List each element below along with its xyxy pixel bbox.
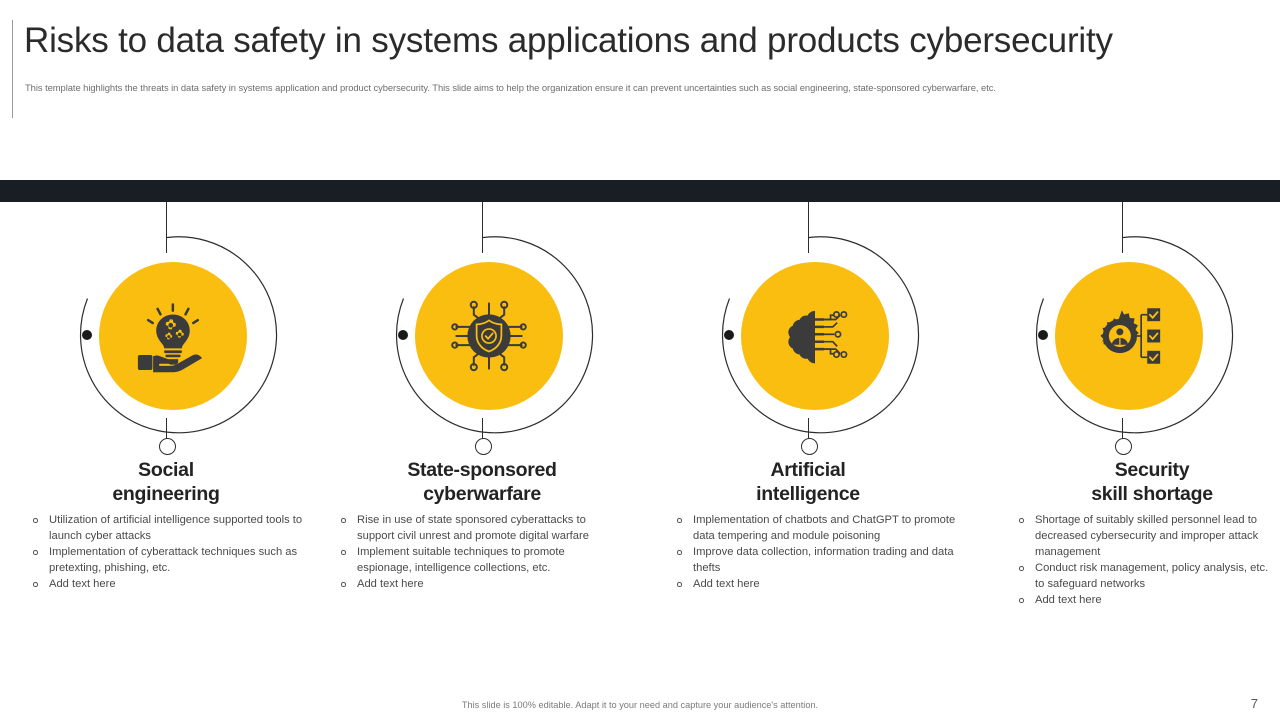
list-item: Implementation of cyberattack techniques… xyxy=(24,544,314,576)
column-heading: Social engineering xyxy=(16,459,316,506)
column-heading-line1: State-sponsored xyxy=(407,459,557,481)
connector-end-dot xyxy=(159,438,176,455)
connector-stem-top xyxy=(482,202,483,253)
gear-person-checklist-icon xyxy=(1100,308,1161,364)
page-number: 7 xyxy=(1250,696,1258,711)
connector-end-dot xyxy=(475,438,492,455)
icon-disc xyxy=(415,262,563,410)
column-heading: Artificial intelligence xyxy=(658,459,958,506)
list-item: Rise in use of state sponsored cyberatta… xyxy=(332,512,622,544)
bullet-list: Shortage of suitably skilled personnel l… xyxy=(1010,512,1278,608)
column-heading: Security skill shortage xyxy=(1002,459,1280,506)
connector-stem-bottom xyxy=(808,418,809,440)
bullet-list: Rise in use of state sponsored cyberatta… xyxy=(332,512,622,592)
connector-stem-top xyxy=(808,202,809,253)
list-item: Add text here xyxy=(1010,592,1278,608)
list-item: Add text here xyxy=(668,576,958,592)
connector-stem-bottom xyxy=(482,418,483,440)
list-item: Add text here xyxy=(332,576,622,592)
risk-column-social-engineering: Social engineering Utilization of artifi… xyxy=(6,0,326,720)
column-heading-line1: Artificial xyxy=(770,459,846,481)
connector-stem-bottom xyxy=(166,418,167,440)
icon-disc xyxy=(741,262,889,410)
title-accent-rule xyxy=(12,20,13,118)
page-subtitle: This template highlights the threats in … xyxy=(25,82,996,93)
connector-end-dot xyxy=(801,438,818,455)
ring-outline xyxy=(721,236,920,434)
list-item: Shortage of suitably skilled personnel l… xyxy=(1010,512,1278,560)
list-item: Implementation of chatbots and ChatGPT t… xyxy=(668,512,958,544)
connector-end-dot xyxy=(1115,438,1132,455)
risk-column-state-sponsored-cyberwarfare: State-sponsored cyberwarfare Rise in use… xyxy=(322,0,642,720)
column-heading-line2: cyberwarfare xyxy=(423,482,541,505)
connector-stem-top xyxy=(166,202,167,253)
lightbulb-gears-in-hand-icon xyxy=(137,303,203,373)
shield-check-circuit-icon xyxy=(451,300,527,372)
list-item: Add text here xyxy=(24,576,314,592)
icon-disc xyxy=(1055,262,1203,410)
ring-outline xyxy=(79,236,278,434)
ring-marker-dot xyxy=(1038,330,1048,340)
column-heading-line1: Security xyxy=(1114,459,1190,481)
dark-divider-band xyxy=(0,180,1280,202)
ring-marker-dot xyxy=(398,330,408,340)
column-heading: State-sponsored cyberwarfare xyxy=(332,459,632,506)
ring-marker-dot xyxy=(82,330,92,340)
ring-marker-dot xyxy=(724,330,734,340)
ai-brain-circuit-icon xyxy=(788,310,848,364)
risk-column-security-skill-shortage: Security skill shortage Shortage of suit… xyxy=(962,0,1280,720)
risk-column-artificial-intelligence: Artificial intelligence Implementation o… xyxy=(648,0,968,720)
icon-disc xyxy=(99,262,247,410)
column-heading-line2: intelligence xyxy=(756,482,860,505)
list-item: Utilization of artificial intelligence s… xyxy=(24,512,314,544)
column-heading-line2: engineering xyxy=(112,482,220,505)
list-item: Conduct risk management, policy analysis… xyxy=(1010,560,1278,592)
bullet-list: Utilization of artificial intelligence s… xyxy=(24,512,314,592)
ring-outline xyxy=(1035,236,1234,434)
connector-stem-top xyxy=(1122,202,1123,253)
ring-outline xyxy=(395,236,594,434)
list-item: Implement suitable techniques to promote… xyxy=(332,544,622,576)
list-item: Improve data collection, information tra… xyxy=(668,544,958,576)
connector-stem-bottom xyxy=(1122,418,1123,440)
page-title: Risks to data safety in systems applicat… xyxy=(24,21,1113,60)
bullet-list: Implementation of chatbots and ChatGPT t… xyxy=(668,512,958,592)
column-heading-line2: skill shortage xyxy=(1091,482,1213,505)
footer-note: This slide is 100% editable. Adapt it to… xyxy=(461,700,819,710)
column-heading-line1: Social xyxy=(138,459,194,481)
